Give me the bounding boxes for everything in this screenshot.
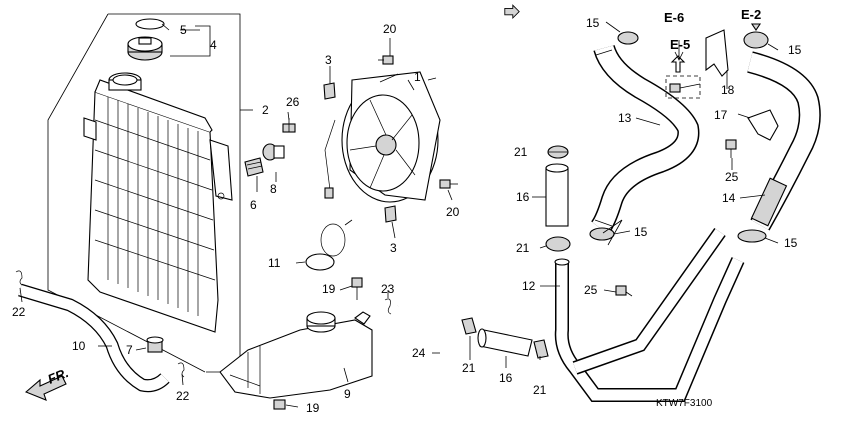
callout-18: 18	[721, 83, 735, 97]
ref-e6: E-6	[664, 10, 684, 25]
ref-e5: E-5	[670, 37, 690, 52]
callout-7: 7	[126, 343, 133, 357]
callout-21-upper: 21	[514, 145, 528, 159]
callout-22-bottom: 22	[176, 389, 190, 403]
callout-10: 10	[72, 339, 86, 353]
radiator-cap	[127, 36, 163, 61]
callout-21-middle: 21	[516, 241, 530, 255]
radiator-group	[47, 13, 296, 373]
callout-16-upper: 16	[516, 190, 530, 204]
hose-16-upper	[545, 167, 569, 227]
leader-lines	[19, 21, 779, 408]
callout-3-top: 3	[325, 53, 332, 67]
callout-9: 9	[344, 387, 351, 401]
callout-15-top-left: 15	[586, 16, 600, 30]
callout-24: 24	[412, 346, 426, 360]
callout-25-top: 25	[725, 170, 739, 184]
callout-23: 23	[381, 282, 395, 296]
callout-20-bottom: 20	[446, 205, 460, 219]
drain-plug	[244, 157, 264, 177]
hose-13	[592, 44, 698, 234]
fr-label: FR.	[46, 365, 71, 387]
callout-17: 17	[714, 108, 728, 122]
reservoir-tank	[219, 277, 373, 410]
o-ring-11	[305, 253, 335, 271]
callout-labels: 5 4 2 26 8 6 3 20 1 3 20 11 19 23 22 10 …	[12, 7, 802, 415]
callout-6: 6	[250, 198, 257, 212]
callout-3-bottom: 3	[390, 241, 397, 255]
callout-19-top: 19	[322, 282, 336, 296]
ref-e2: E-2	[741, 7, 761, 22]
callout-19-bottom: 19	[306, 401, 320, 415]
callout-25-bottom: 25	[584, 283, 598, 297]
callout-15-right: 15	[784, 236, 798, 250]
callout-4: 4	[210, 38, 217, 52]
bracket-18	[705, 29, 729, 77]
hose-10	[18, 284, 169, 391]
callout-20-top: 20	[383, 22, 397, 36]
callout-21-lower-left: 21	[462, 361, 476, 375]
callout-15-top-right: 15	[788, 43, 802, 57]
callout-5: 5	[180, 23, 187, 37]
callout-2: 2	[262, 103, 269, 117]
callout-26: 26	[286, 95, 300, 109]
cap-seal	[135, 18, 165, 30]
hose-16-lower	[479, 329, 533, 357]
callout-8: 8	[270, 182, 277, 196]
callout-21-lower-right: 21	[533, 383, 547, 397]
callout-1: 1	[414, 70, 421, 84]
callout-15-middle: 15	[634, 225, 648, 239]
callout-22-left: 22	[12, 305, 26, 319]
pipe-12	[556, 257, 744, 401]
fan-assembly	[323, 55, 458, 223]
callout-16-lower: 16	[499, 371, 513, 385]
callout-14: 14	[722, 191, 736, 205]
callout-13: 13	[618, 111, 632, 125]
callout-11: 11	[268, 256, 281, 270]
diagram-code: KTW7F3100	[656, 398, 713, 409]
fr-arrow-icon	[24, 375, 67, 401]
callout-12: 12	[522, 279, 536, 293]
